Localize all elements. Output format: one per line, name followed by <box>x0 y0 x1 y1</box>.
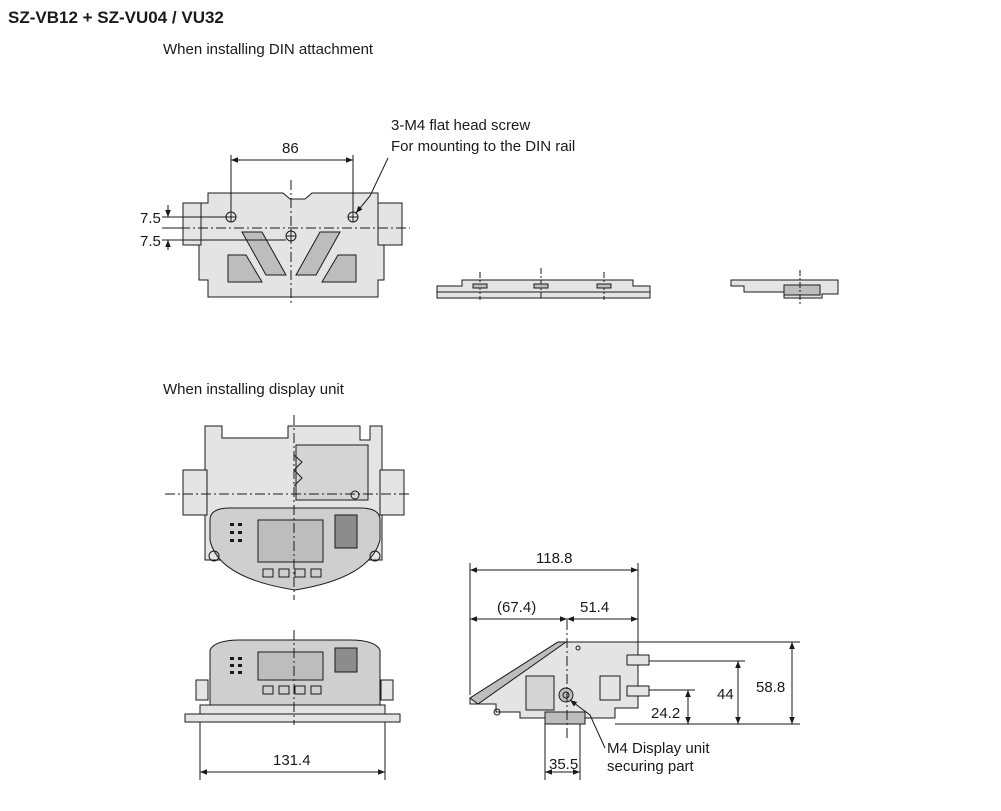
dim-height-24: 24.2 <box>651 705 681 722</box>
dim-bottom-35: 35.5 <box>549 756 579 773</box>
display-callout-line1: M4 Display unit <box>607 740 710 757</box>
dim-bottom-width: 131.4 <box>273 752 311 769</box>
din-callout-line2: For mounting to the DIN rail <box>391 138 576 155</box>
display-unit-side-view <box>469 563 800 780</box>
din-attachment-side-view <box>730 270 839 305</box>
dim-width-86: 86 <box>282 140 299 157</box>
dim-front-depth: (67.4) <box>497 599 537 616</box>
dim-offset-top: 7.5 <box>140 210 161 227</box>
dim-overall-depth: 118.8 <box>536 550 573 567</box>
page-title: SZ-VB12 + SZ-VU04 / VU32 <box>8 8 224 27</box>
display-unit-bottom-view <box>184 630 401 780</box>
dim-offset-bottom: 7.5 <box>140 233 161 250</box>
din-attachment-front-view <box>162 155 410 305</box>
din-attachment-top-view <box>436 268 651 300</box>
dim-rear-depth: 51.4 <box>580 599 610 616</box>
display-unit-front-view <box>165 415 410 600</box>
section-label-din: When installing DIN attachment <box>163 41 374 58</box>
dim-height-total: 58.8 <box>756 679 786 696</box>
display-callout-line2: securing part <box>607 758 694 775</box>
din-callout-line1: 3-M4 flat head screw <box>391 117 531 134</box>
section-label-display: When installing display unit <box>163 381 344 398</box>
dim-height-44: 44 <box>717 686 734 703</box>
